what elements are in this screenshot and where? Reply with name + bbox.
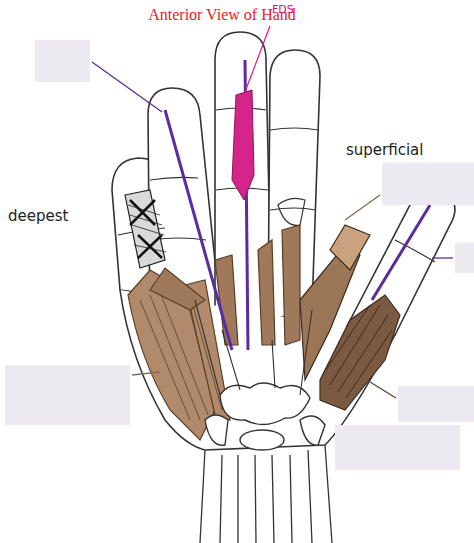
layer-label: superficial: [346, 142, 423, 159]
layer-label: deepest: [8, 208, 68, 225]
muscle-label: FDS: [272, 4, 294, 16]
